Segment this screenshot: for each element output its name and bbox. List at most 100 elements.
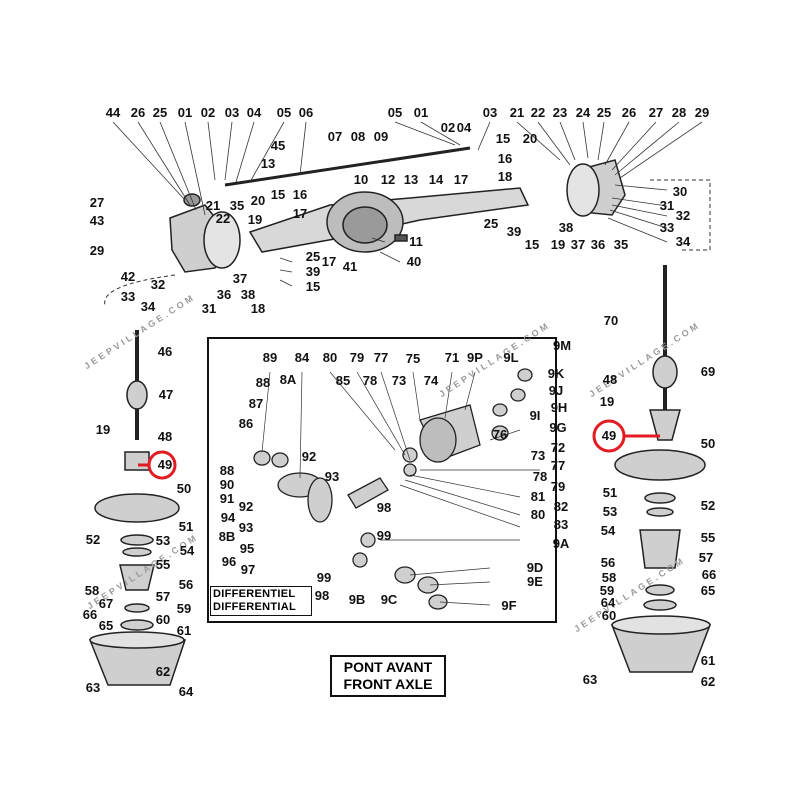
part-label-49: 49 — [157, 457, 173, 472]
part-label-97: 97 — [240, 562, 256, 577]
part-label-9G: 9G — [549, 420, 567, 435]
part-label-02: 02 — [200, 105, 216, 120]
part-label-72: 72 — [550, 440, 566, 455]
differential-caption: DIFFERENTIEL DIFFERENTIAL — [210, 586, 312, 616]
part-label-29: 29 — [694, 105, 710, 120]
part-label-63: 63 — [582, 672, 598, 687]
part-label-66: 66 — [82, 607, 98, 622]
part-label-21: 21 — [205, 198, 221, 213]
part-label-15: 15 — [305, 279, 321, 294]
part-label-75: 75 — [405, 351, 421, 366]
part-label-73: 73 — [391, 373, 407, 388]
part-label-57: 57 — [698, 550, 714, 565]
part-label-13: 13 — [403, 172, 419, 187]
part-label-42: 42 — [120, 269, 136, 284]
differential-caption-fr: DIFFERENTIEL — [213, 588, 296, 600]
highlight-part-49 — [138, 419, 660, 480]
part-label-11: 11 — [409, 234, 423, 249]
part-label-77: 77 — [550, 458, 566, 473]
part-label-58: 58 — [84, 583, 100, 598]
part-label-94: 94 — [220, 510, 236, 525]
part-label-84: 84 — [294, 350, 310, 365]
part-label-63: 63 — [85, 680, 101, 695]
diagram-title-box: PONT AVANT FRONT AXLE — [330, 655, 446, 697]
part-label-78: 78 — [362, 373, 378, 388]
part-label-93: 93 — [238, 520, 254, 535]
part-label-37: 37 — [232, 271, 248, 286]
part-label-78: 78 — [532, 469, 548, 484]
part-label-61: 61 — [176, 623, 192, 638]
part-label-86: 86 — [238, 416, 254, 431]
part-label-01: 01 — [177, 105, 193, 120]
part-label-17: 17 — [321, 254, 337, 269]
part-label-98: 98 — [314, 588, 330, 603]
part-label-95: 95 — [239, 541, 255, 556]
part-label-8A: 8A — [279, 372, 297, 387]
left-steering-knuckle — [169, 193, 241, 273]
tie-rod — [224, 146, 471, 187]
part-label-9E: 9E — [527, 574, 543, 589]
part-label-66: 66 — [701, 567, 717, 582]
part-label-52: 52 — [85, 532, 101, 547]
part-label-27: 27 — [648, 105, 664, 120]
part-label-56: 56 — [178, 577, 194, 592]
part-label-16: 16 — [292, 187, 308, 202]
part-label-83: 83 — [553, 517, 569, 532]
part-label-13: 13 — [260, 156, 276, 171]
part-label-36: 36 — [590, 237, 606, 252]
part-label-14: 14 — [428, 172, 444, 187]
part-label-19: 19 — [95, 422, 111, 437]
differential-parts — [253, 368, 533, 610]
part-label-10: 10 — [353, 172, 369, 187]
part-label-9M: 9M — [552, 338, 572, 353]
part-label-99: 99 — [376, 528, 392, 543]
part-label-60: 60 — [155, 612, 171, 627]
part-label-39: 39 — [506, 224, 522, 239]
part-label-55: 55 — [155, 557, 171, 572]
part-label-45: 45 — [270, 138, 286, 153]
part-label-73: 73 — [530, 448, 546, 463]
part-label-71: 71 — [444, 350, 460, 365]
part-label-38: 38 — [558, 220, 574, 235]
part-label-35: 35 — [613, 237, 629, 252]
part-label-92: 92 — [238, 499, 254, 514]
part-label-69: 69 — [700, 364, 716, 379]
part-label-70: 70 — [603, 313, 619, 328]
differential-leader-lines — [261, 371, 540, 606]
part-label-9F: 9F — [501, 598, 517, 613]
part-label-36: 36 — [216, 287, 232, 302]
part-label-38: 38 — [240, 287, 256, 302]
part-label-43: 43 — [89, 213, 105, 228]
part-label-04: 04 — [456, 120, 472, 135]
part-label-25: 25 — [483, 216, 499, 231]
part-label-91: 91 — [219, 491, 235, 506]
part-label-59: 59 — [599, 583, 615, 598]
part-label-58: 58 — [601, 570, 617, 585]
part-label-74: 74 — [423, 373, 439, 388]
part-label-65: 65 — [98, 618, 114, 633]
part-label-88: 88 — [255, 375, 271, 390]
part-label-60: 60 — [601, 608, 617, 623]
part-label-41: 41 — [342, 259, 358, 274]
part-label-12: 12 — [380, 172, 396, 187]
part-label-9L: 9L — [503, 350, 519, 365]
part-label-18: 18 — [497, 169, 513, 184]
part-label-03: 03 — [224, 105, 240, 120]
left-shaft-assembly — [88, 330, 187, 686]
part-label-19: 19 — [247, 212, 263, 227]
part-label-34: 34 — [140, 299, 156, 314]
part-label-21: 21 — [509, 105, 525, 120]
part-label-9A: 9A — [552, 536, 570, 551]
part-label-08: 08 — [350, 129, 366, 144]
part-label-53: 53 — [155, 533, 171, 548]
part-label-44: 44 — [105, 105, 121, 120]
part-label-9J: 9J — [548, 383, 564, 398]
part-label-62: 62 — [700, 674, 716, 689]
part-label-19: 19 — [550, 237, 566, 252]
part-label-27: 27 — [89, 195, 105, 210]
part-label-81: 81 — [530, 489, 546, 504]
part-label-9P: 9P — [467, 350, 483, 365]
part-label-40: 40 — [406, 254, 422, 269]
part-label-37: 37 — [570, 237, 586, 252]
